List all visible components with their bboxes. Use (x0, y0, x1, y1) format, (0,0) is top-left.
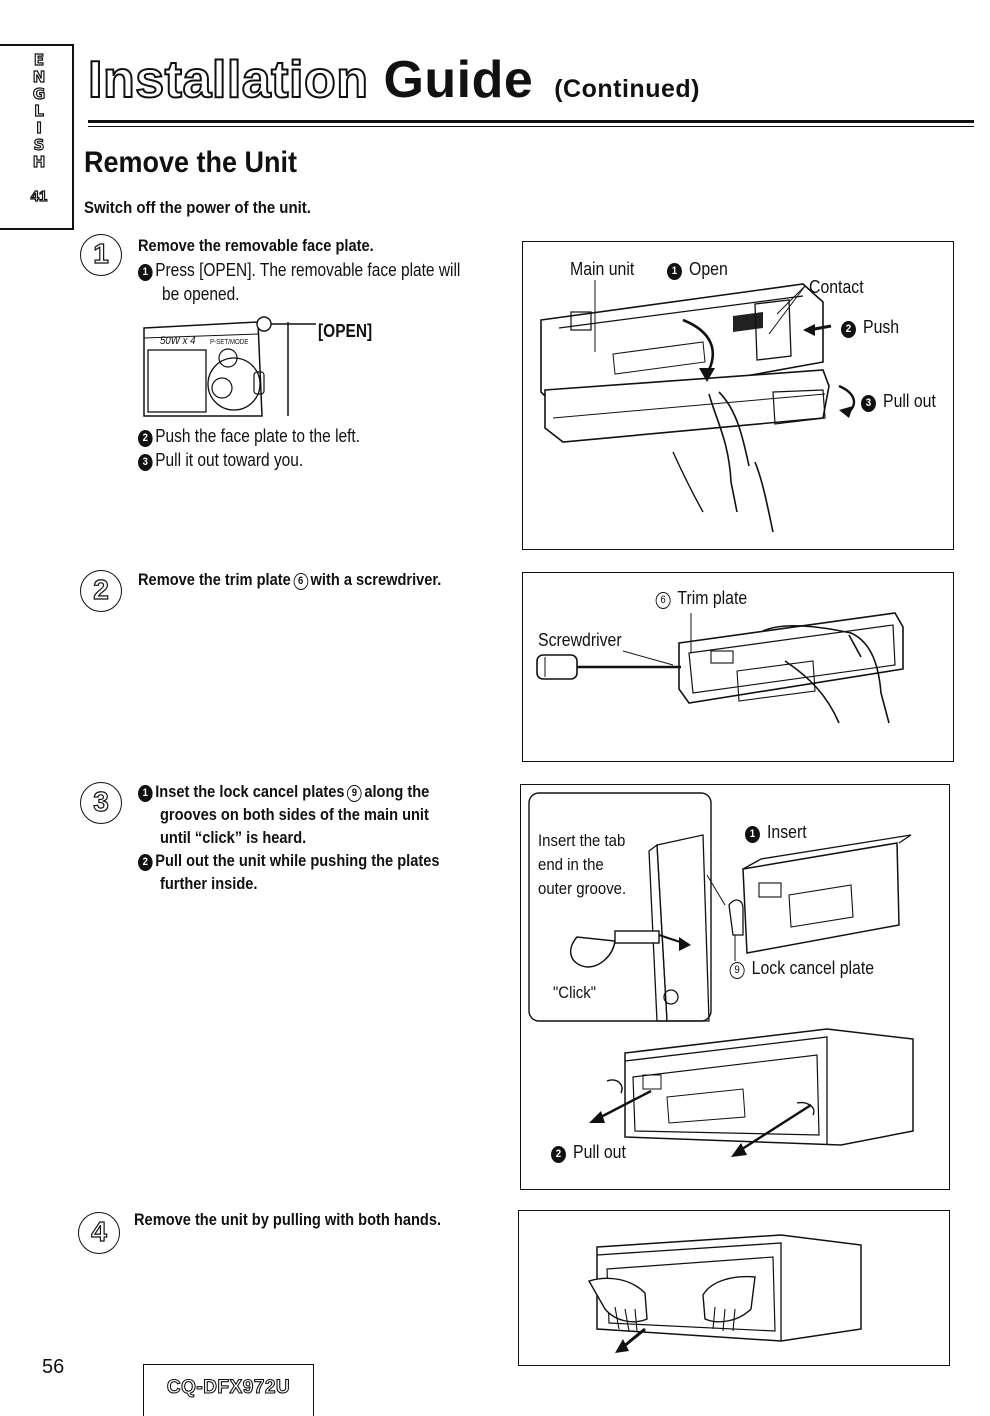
inset-mode-print: P-SET/MODE (210, 339, 249, 346)
label-pull-out-2: 2 Pull out (551, 1141, 626, 1163)
trim-plate-removal-illustration (536, 612, 904, 724)
model-number: CQ-DFX972U (166, 1376, 291, 1398)
label-push: 2 Push (841, 316, 899, 338)
label-main-unit: Main unit (570, 259, 635, 279)
label-screwdriver: Screwdriver (538, 630, 622, 650)
step-3-line-3: until “click” is heard. (160, 828, 307, 847)
step-1-line-2: be opened. (162, 284, 240, 304)
label-open: 1 Open (667, 258, 728, 280)
step-3-figure: Insert the tab end in the outer groove. … (520, 784, 950, 1190)
label-trim-plate: 6 Trim plate (653, 587, 747, 609)
callout-line-1: Insert the tab (538, 831, 626, 850)
unit-pull-illustration (587, 1234, 862, 1353)
step-4-figure (518, 1210, 950, 1366)
label-pull-out: 3 Pull out (861, 390, 936, 412)
step-4-number: 4 (78, 1212, 120, 1254)
step-1-heading: Remove the removable face plate. (138, 236, 374, 255)
face-plate-removal-illustration (540, 280, 856, 533)
label-click: "Click" (553, 983, 597, 1002)
title-rule-thin (88, 126, 974, 127)
step-3-line-2: grooves on both sides of the main unit (160, 805, 429, 824)
callout-line-3: outer groove. (538, 879, 627, 898)
callout-line-2: end in the (538, 855, 604, 874)
inset-power-print: 50W x 4 (160, 335, 196, 347)
section-number: 41 (30, 187, 48, 205)
open-button-inset: 50W x 4 P-SET/MODE (140, 308, 316, 420)
label-insert: 1 Insert (745, 821, 807, 843)
step-3-number: 3 (80, 782, 122, 824)
label-contact: Contact (809, 277, 864, 297)
step-1-number: 1 (80, 234, 122, 276)
step-3-line-5: further inside. (160, 874, 258, 893)
step-4-heading: Remove the unit by pulling with both han… (134, 1210, 442, 1229)
step-2-number: 2 (80, 570, 122, 612)
open-callout: [OPEN] (318, 321, 373, 341)
title-rule (88, 120, 974, 123)
open-button-illustration (143, 316, 316, 417)
page-title: Installation Guide (Continued) (87, 50, 700, 110)
section-title: Remove the Unit (84, 146, 298, 179)
lock-cancel-plate-illustration (528, 792, 914, 1157)
section-lead: Switch off the power of the unit. (84, 198, 311, 217)
language-tab (0, 44, 74, 230)
language-label: E N G L I S H (32, 51, 46, 171)
label-lock-cancel-plate: 9 Lock cancel plate (727, 957, 874, 979)
step-2-figure: 6 Trim plate Screwdriver (522, 572, 954, 762)
page-number: 56 (42, 1356, 65, 1378)
model-tab: CQ-DFX972U (143, 1364, 314, 1416)
step-1-figure: Main unit 1 Open Contact 2 Push 3 Pull o… (522, 241, 954, 550)
